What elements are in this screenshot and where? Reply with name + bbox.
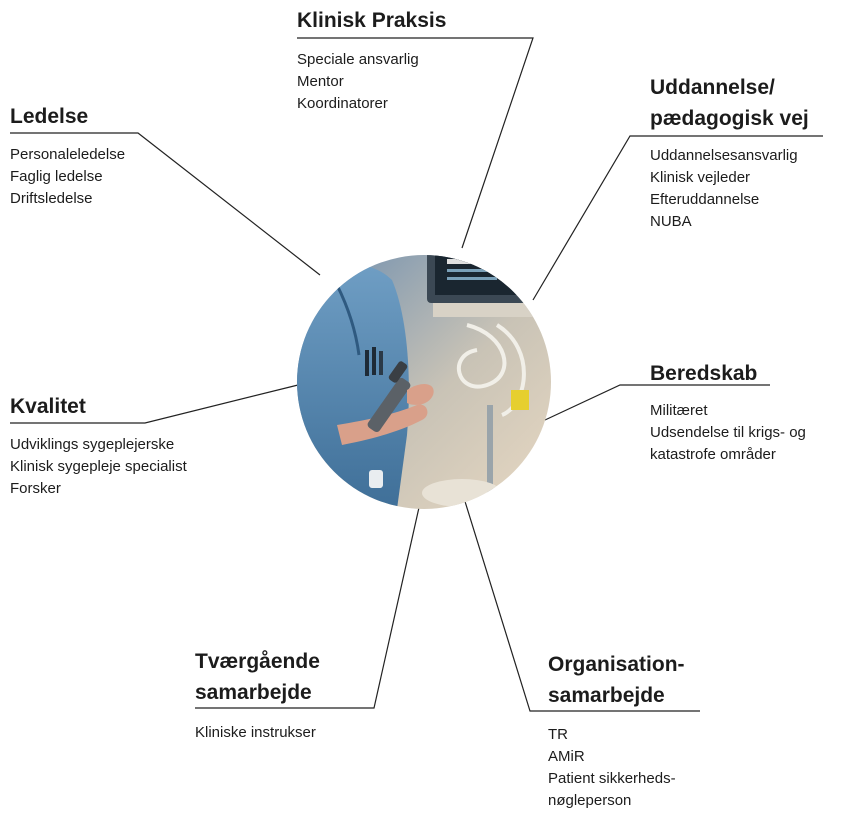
- connector-tvaergaaende: [195, 502, 421, 709]
- connector-klinisk-praksis: [297, 37, 534, 249]
- section-items: Militæret Udsendelse til krigs- og katas…: [650, 400, 806, 466]
- list-item: Faglig ledelse: [10, 168, 103, 185]
- list-item: Militæret: [650, 402, 708, 419]
- list-item: katastrofe områder: [650, 446, 776, 463]
- list-item: Mentor: [297, 73, 344, 90]
- section-tvaergaaende-samarbejde: Tværgående samarbejde Kliniske instrukse…: [195, 646, 320, 744]
- connector-organisation: [462, 494, 700, 712]
- section-uddannelse: Uddannelse/ pædagogisk vej Uddannelsesan…: [650, 72, 809, 233]
- section-title-line-2: samarbejde: [548, 684, 665, 707]
- connector-ledelse: [10, 132, 321, 276]
- section-items: Kliniske instrukser: [195, 722, 320, 744]
- section-items: Uddannelsesansvarlig Klinisk vejleder Ef…: [650, 145, 809, 233]
- section-items: Udviklings sygeplejerske Klinisk sygeple…: [10, 434, 187, 500]
- list-item: Patient sikkerheds-: [548, 770, 676, 787]
- list-item: Forsker: [10, 480, 61, 497]
- nurse-with-medical-equipment-photo: [297, 255, 551, 509]
- connector-kvalitet: [10, 384, 299, 424]
- connector-beredskab: [544, 384, 770, 421]
- list-item: Klinisk sygepleje specialist: [10, 458, 187, 475]
- section-title-line-2: pædagogisk vej: [650, 107, 809, 130]
- section-title: Klinisk Praksis: [297, 9, 447, 32]
- section-beredskab: Beredskab Militæret Udsendelse til krigs…: [650, 358, 806, 466]
- list-item: TR: [548, 726, 568, 743]
- list-item: AMiR: [548, 748, 585, 765]
- section-title-line-1: Tværgående: [195, 650, 320, 673]
- center-photo: [297, 255, 551, 509]
- section-title: Kvalitet: [10, 395, 86, 418]
- section-items: Personaleledelse Faglig ledelse Driftsle…: [10, 144, 125, 210]
- list-item: NUBA: [650, 213, 692, 230]
- section-title-line-1: Organisation-: [548, 653, 685, 676]
- list-item: Efteruddannelse: [650, 191, 760, 208]
- section-title-line-2: samarbejde: [195, 681, 312, 704]
- section-items: Speciale ansvarlig Mentor Koordinatorer: [297, 49, 446, 115]
- list-item: nøgleperson: [548, 792, 632, 809]
- list-item: Koordinatorer: [297, 95, 388, 112]
- list-item: Speciale ansvarlig: [297, 51, 419, 68]
- connector-uddannelse: [532, 135, 823, 301]
- list-item: Personaleledelse: [10, 146, 126, 163]
- section-title-line-1: Uddannelse/: [650, 76, 775, 99]
- section-items: TR AMiR Patient sikkerheds- nøgleperson: [548, 724, 685, 812]
- section-ledelse: Ledelse Personaleledelse Faglig ledelse …: [10, 101, 125, 210]
- section-title: Beredskab: [650, 362, 758, 385]
- list-item: Uddannelsesansvarlig: [650, 147, 798, 164]
- section-kvalitet: Kvalitet Udviklings sygeplejerske Klinis…: [10, 391, 187, 500]
- section-klinisk-praksis: Klinisk Praksis Speciale ansvarlig Mento…: [297, 5, 446, 115]
- section-organisation-samarbejde: Organisation- samarbejde TR AMiR Patient…: [548, 649, 685, 812]
- list-item: Kliniske instrukser: [195, 724, 316, 741]
- list-item: Driftsledelse: [10, 190, 93, 207]
- list-item: Udsendelse til krigs- og: [650, 424, 806, 441]
- list-item: Klinisk vejleder: [650, 169, 751, 186]
- list-item: Udviklings sygeplejerske: [10, 436, 175, 453]
- section-title: Ledelse: [10, 105, 89, 128]
